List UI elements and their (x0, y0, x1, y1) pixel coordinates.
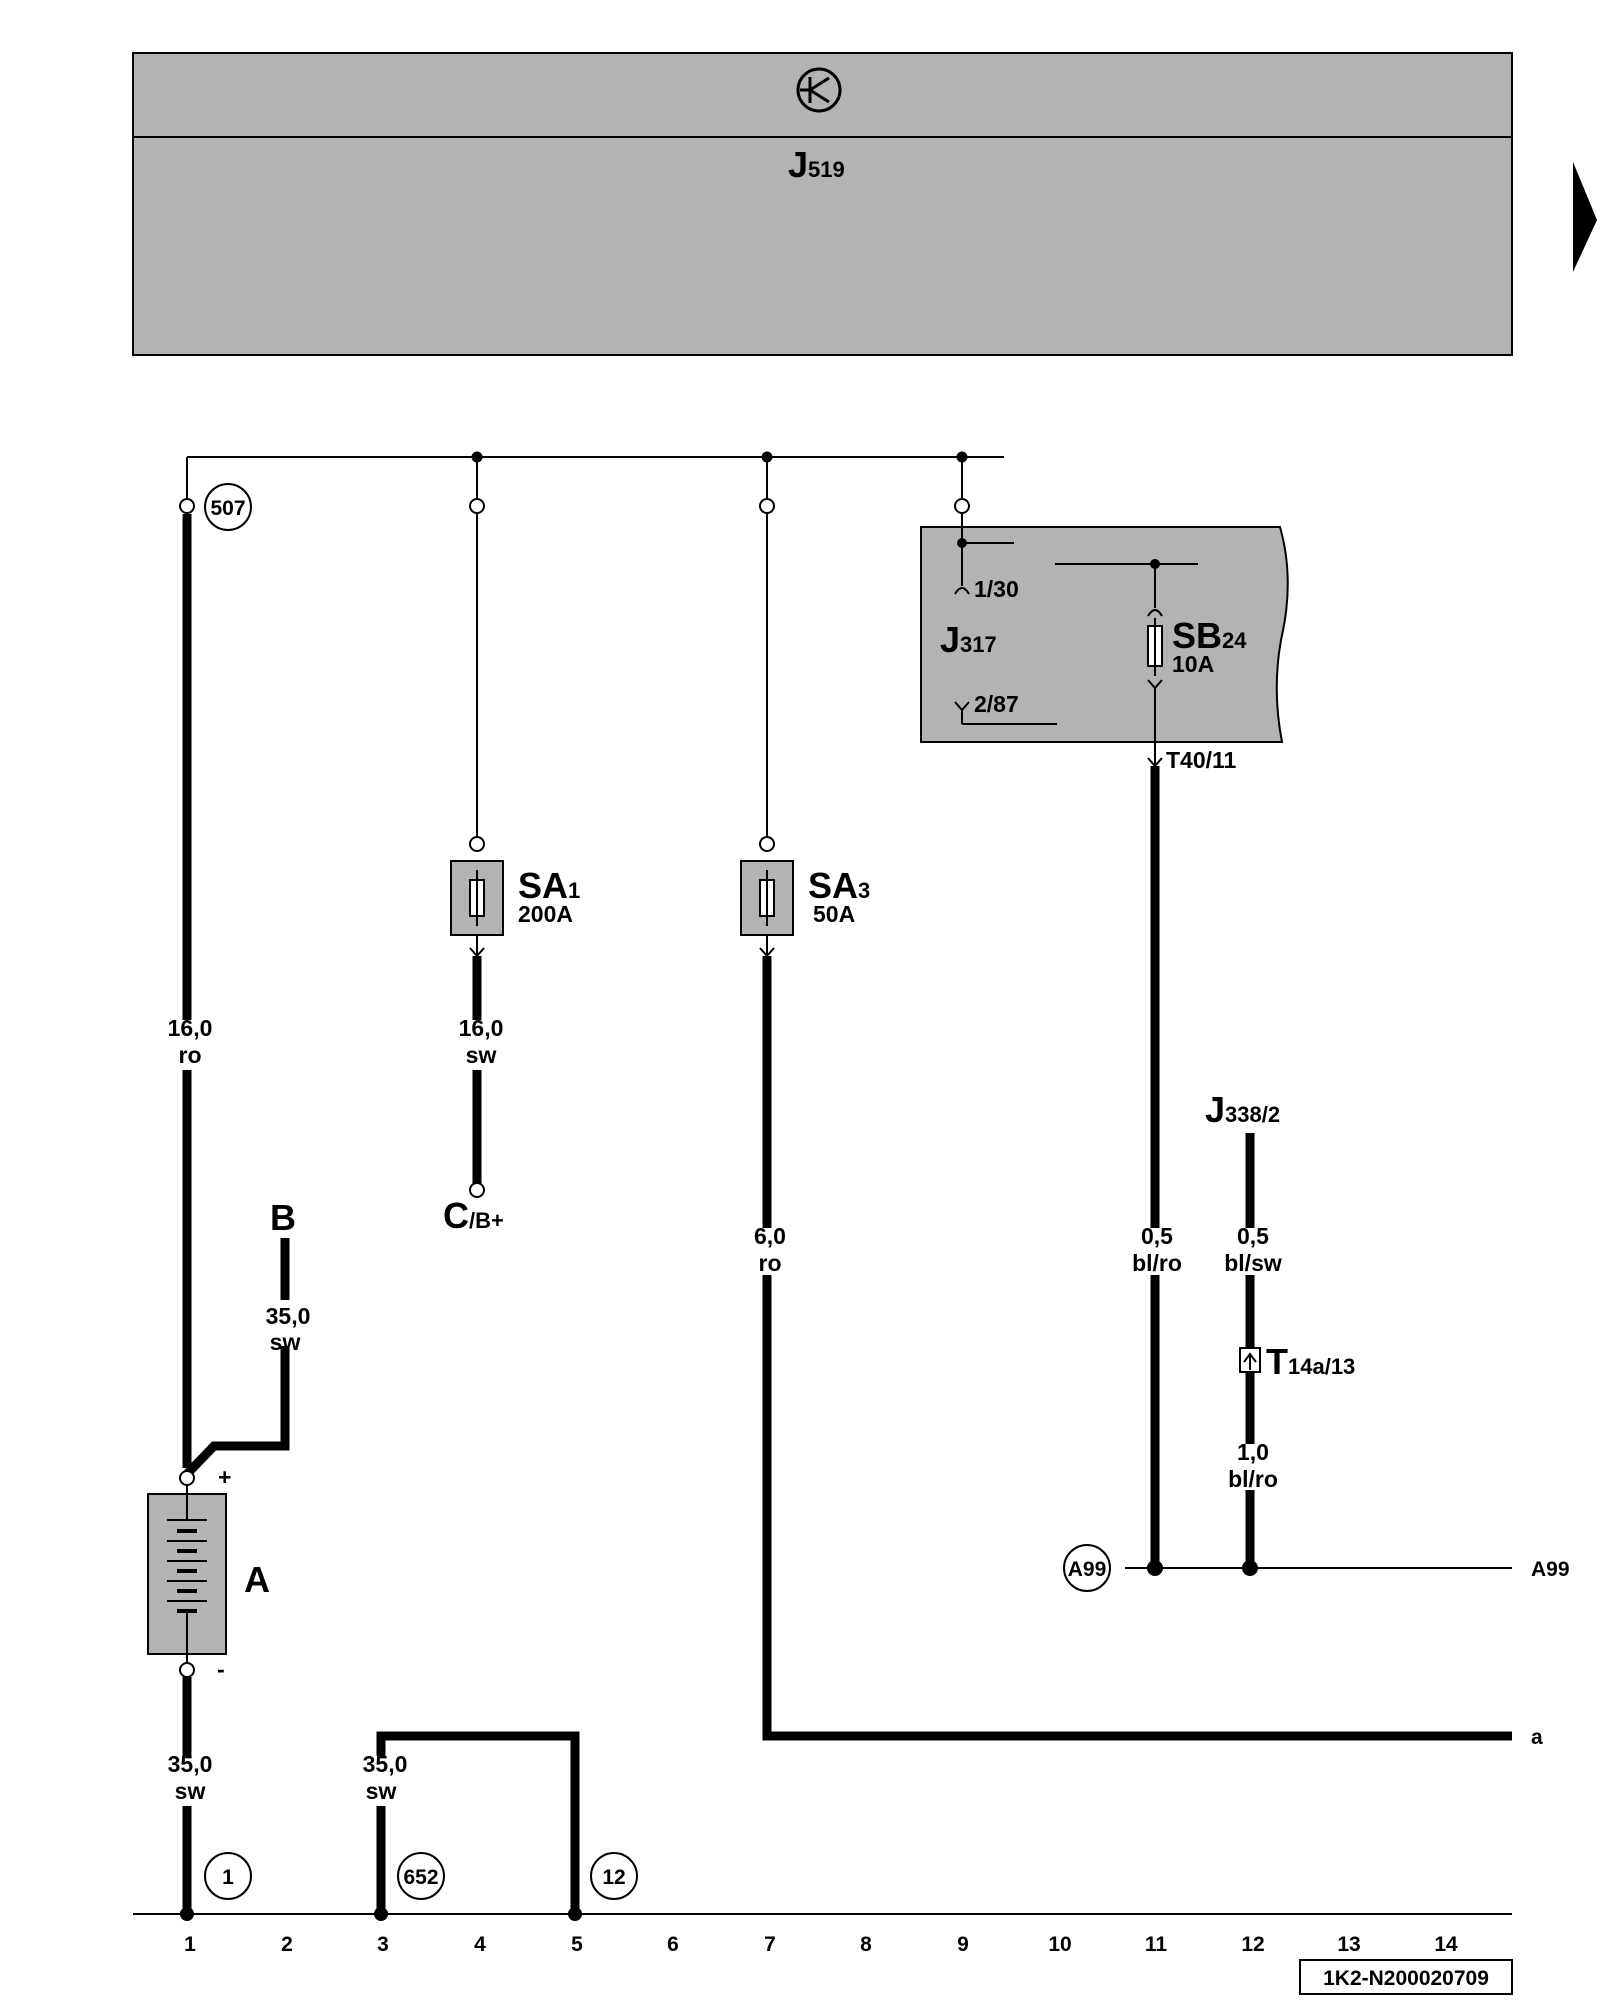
track-number: 4 (474, 1933, 486, 1956)
wire-sa1-out[interactable]: 16,0 sw (459, 935, 504, 1198)
wire-ground-3-color: sw (366, 1778, 397, 1804)
wire-col11-size: 0,5 (1141, 1223, 1173, 1249)
track-number: 9 (957, 1933, 969, 1956)
battery-a-label: A (244, 1559, 270, 1600)
battery-plus: + (218, 1464, 231, 1490)
reference-number-label: 1K2-N200020709 (1323, 1967, 1489, 1990)
ground-point-a99 (1063, 1544, 1111, 1592)
track-number: 13 (1337, 1933, 1360, 1956)
svg-text:1: 1 (222, 1866, 234, 1889)
output-a-label: a (1531, 1726, 1543, 1749)
relay-pin-in: 1/30 (974, 576, 1019, 602)
wire-col12b-size: 1,0 (1237, 1439, 1269, 1465)
track-number: 6 (667, 1933, 679, 1956)
wire-b-color: sw (270, 1329, 301, 1355)
ground-point-1[interactable]: 1 (204, 1852, 252, 1900)
track-number: 11 (1145, 1933, 1168, 1956)
fuse-sa3-rating: 50A (813, 901, 855, 927)
connector-c-label: C/B+ (443, 1195, 504, 1236)
component-b-label: B (270, 1197, 296, 1238)
wire-507-size: 16,0 (168, 1015, 213, 1041)
connector-t40-label: T40/11 (1166, 747, 1237, 773)
relay-j317-label: J317 (940, 619, 997, 660)
track-numbers: 1 2 3 4 5 6 7 8 9 10 11 12 13 14 (184, 1933, 1458, 1956)
wire-sa3-color: ro (759, 1250, 782, 1276)
output-a99-label: A99 (1531, 1558, 1570, 1581)
connector-t14-label: T14a/13 (1266, 1341, 1355, 1382)
battery-a[interactable]: + - A (147, 1464, 270, 1682)
track-number: 14 (1434, 1933, 1458, 1956)
wire-ground-3-5[interactable]: 35,0 sw (363, 1731, 582, 1921)
wire-ground-1[interactable]: 35,0 sw (168, 1677, 213, 1921)
fuse-sa3[interactable]: SA3 50A (740, 860, 870, 936)
transistor-icon (796, 67, 842, 113)
track-number: 3 (377, 1933, 389, 1956)
wire-b-size: 35,0 (266, 1303, 311, 1329)
ground-point-12[interactable]: 12 (590, 1852, 638, 1900)
fuse-sa1[interactable]: SA1 200A (450, 860, 580, 936)
fuse-sb24-label: SB24 (1172, 615, 1247, 656)
wire-sa1-color: sw (466, 1042, 497, 1068)
track-number: 1 (184, 1933, 196, 1956)
module-j519[interactable]: J519 (132, 52, 1513, 356)
track-number: 7 (764, 1933, 776, 1956)
battery-minus: - (217, 1656, 225, 1682)
relay-j317[interactable]: 1/30 J317 2/87 (920, 457, 1289, 743)
ground-point-a99-label: A99 (1068, 1558, 1107, 1581)
fuse-sa1-label: SA1 (518, 865, 580, 906)
wire-sa1[interactable] (469, 457, 485, 852)
wire-507[interactable]: 16,0 ro (168, 498, 213, 1468)
fuse-sb24[interactable]: SB24 10A (1055, 559, 1247, 766)
wire-ground-1-size: 35,0 (168, 1751, 213, 1777)
relay-pin-out: 2/87 (974, 691, 1019, 717)
fuse-sa3-label: SA3 (808, 865, 870, 906)
component-j338-label: J338/2 (1205, 1089, 1280, 1130)
wire-ground-1-color: sw (175, 1778, 206, 1804)
svg-text:12: 12 (602, 1866, 625, 1889)
wire-sa1-size: 16,0 (459, 1015, 504, 1041)
track-number: 2 (281, 1933, 293, 1956)
track-number: 12 (1241, 1933, 1264, 1956)
wire-col12a-color: bl/sw (1224, 1250, 1282, 1276)
module-j519-box (132, 52, 1513, 356)
wire-col11-color: bl/ro (1132, 1250, 1182, 1276)
track-number: 10 (1048, 1933, 1071, 1956)
bus-line (186, 451, 1004, 506)
fuse-sa1-rating: 200A (518, 901, 573, 927)
wire-col12b-color: bl/ro (1228, 1466, 1278, 1492)
ground-point-652[interactable]: 652 (397, 1852, 445, 1900)
track-number: 8 (860, 1933, 872, 1956)
ground-point-507[interactable]: 507 (204, 483, 252, 531)
fuse-sb24-rating: 10A (1172, 651, 1214, 677)
module-j519-label: J519 (788, 144, 845, 185)
track-number: 5 (571, 1933, 583, 1956)
wire-b[interactable]: 35,0 sw (183, 1238, 311, 1478)
ground-line-a99[interactable]: A99 A99 (1063, 1544, 1570, 1592)
next-page-arrow-icon[interactable] (1573, 162, 1597, 272)
reference-number: 1K2-N200020709 (1299, 1959, 1513, 1995)
wire-col12a-size: 0,5 (1237, 1223, 1269, 1249)
wire-sa3[interactable] (759, 457, 775, 852)
wire-ground-3-size: 35,0 (363, 1751, 408, 1777)
svg-text:507: 507 (210, 497, 245, 520)
wire-sa3-size: 6,0 (754, 1223, 786, 1249)
wire-col12[interactable]: 0,5 bl/sw T14a/13 1,0 bl/ro (1224, 1133, 1355, 1566)
battery-icon (167, 1494, 207, 1654)
wire-507-color: ro (179, 1042, 202, 1068)
wire-col11[interactable]: T40/11 0,5 bl/ro (1132, 747, 1237, 1566)
svg-text:652: 652 (403, 1866, 438, 1889)
wire-sa3-out[interactable]: 6,0 ro (754, 935, 1512, 1741)
